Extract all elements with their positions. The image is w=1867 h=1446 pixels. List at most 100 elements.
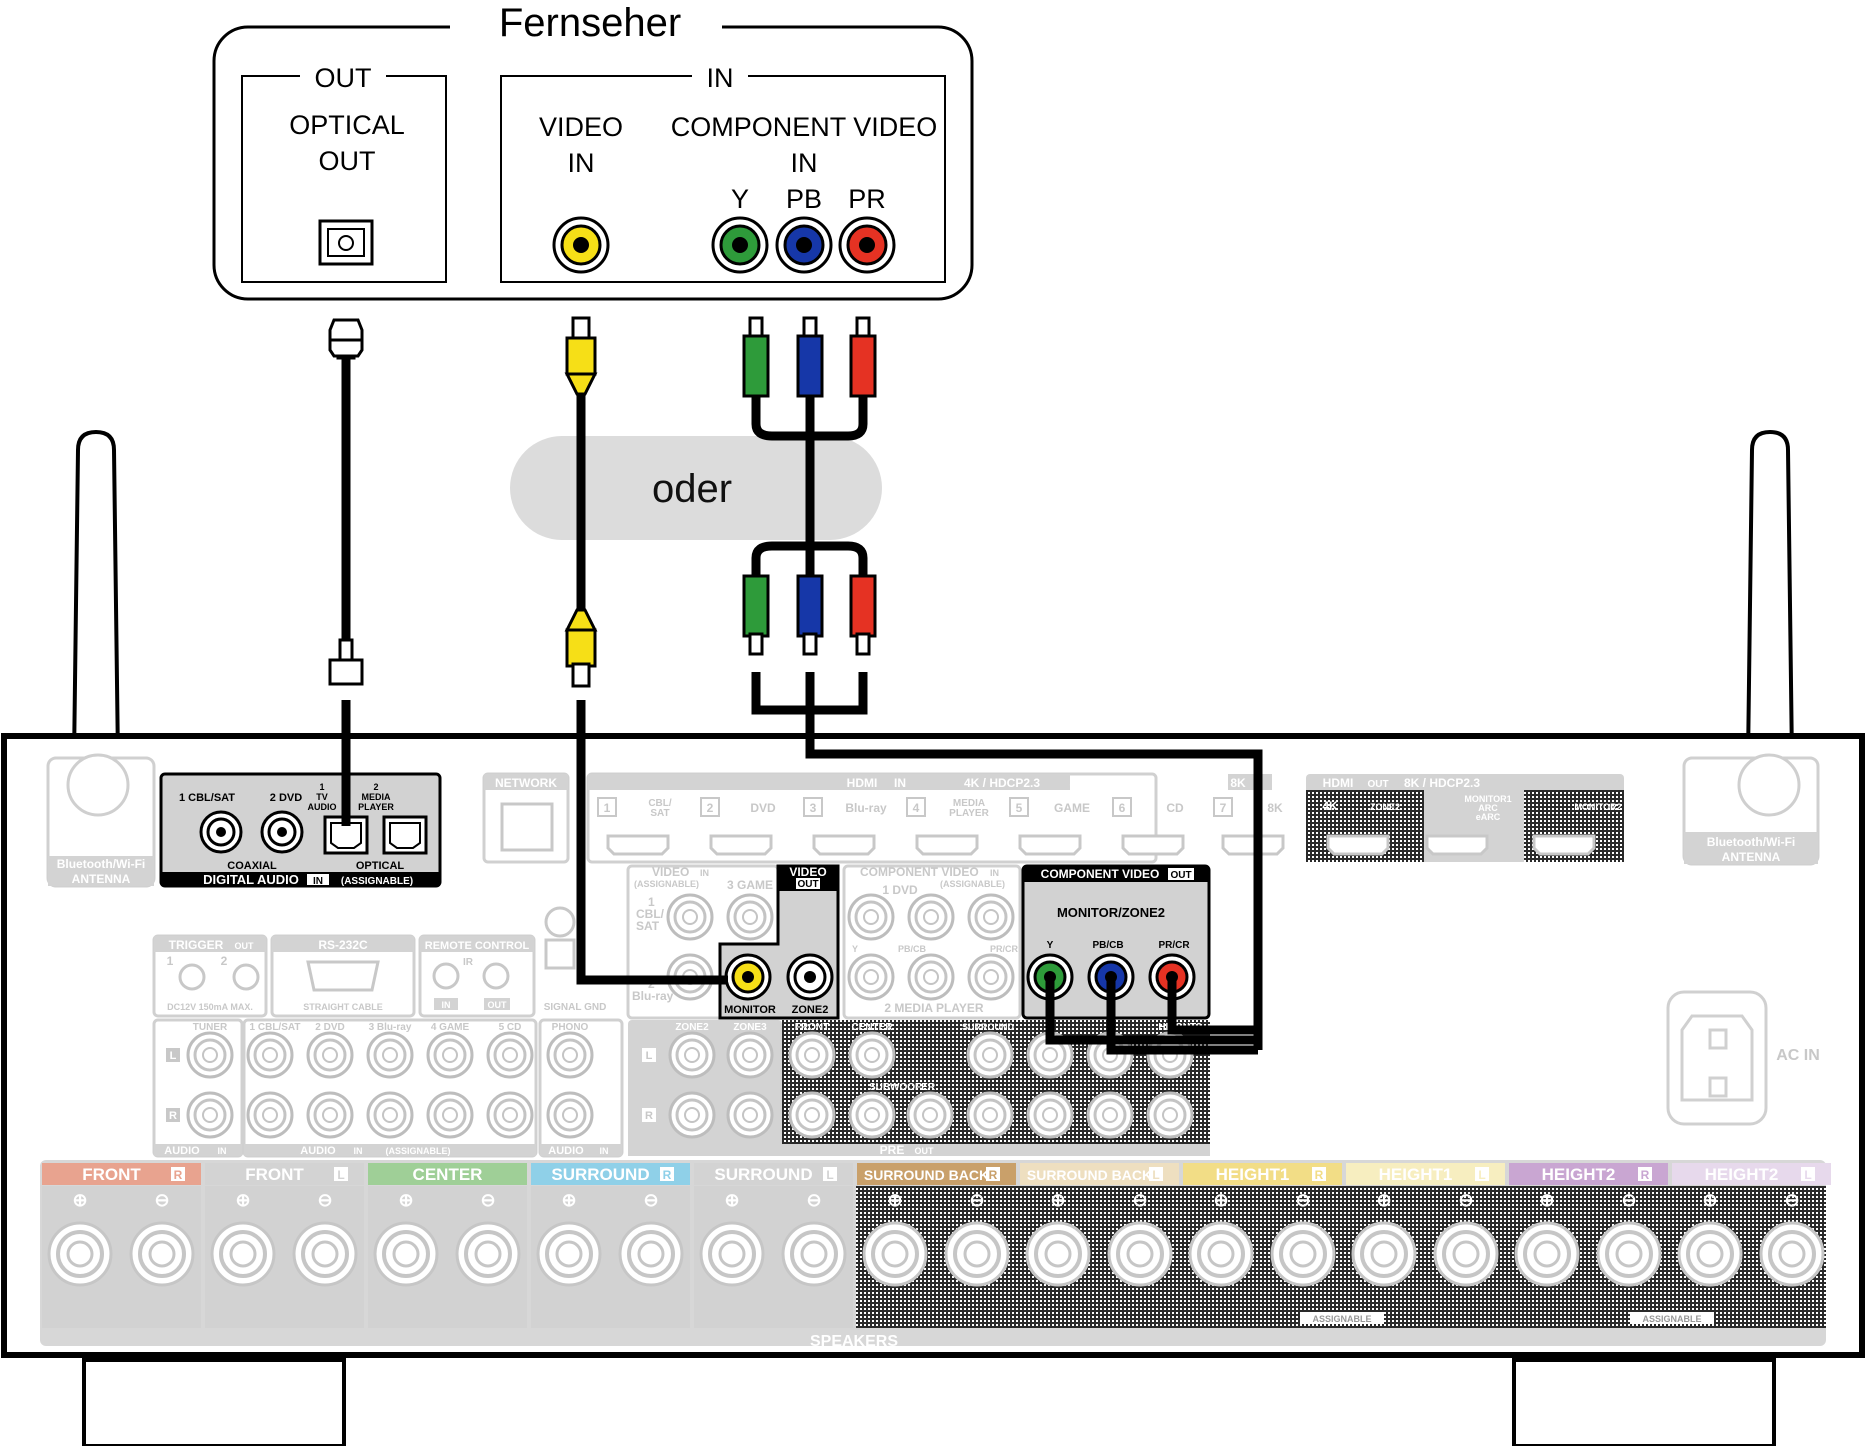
component-out-header: COMPONENT VIDEO: [1041, 867, 1160, 881]
component-in-1-pr-jack[interactable]: [967, 893, 1015, 941]
speaker-terminal[interactable]: [1433, 1221, 1499, 1287]
speaker-terminal[interactable]: [455, 1221, 521, 1287]
tv-video-in-jack[interactable]: [552, 216, 610, 274]
rs232-port[interactable]: [306, 960, 380, 992]
tv-optical-out-jack[interactable]: [318, 219, 374, 266]
speaker-channel-side: L: [1478, 1168, 1485, 1182]
trigger-spec: DC12V 150mA MAX.: [167, 1002, 253, 1012]
pb-label: PB: [786, 184, 822, 214]
video-out-zone2-jack[interactable]: [786, 953, 834, 1001]
speaker-terminal[interactable]: [699, 1221, 765, 1287]
hdmi-out-arc: ARC: [1478, 803, 1498, 813]
video-in-1-jack[interactable]: [666, 893, 714, 941]
speaker-terminal[interactable]: [618, 1221, 684, 1287]
hdmi-out-monitor2-port[interactable]: [1532, 834, 1596, 856]
speaker-terminal[interactable]: [1596, 1221, 1662, 1287]
component-in-header: COMPONENT VIDEO: [860, 865, 979, 879]
remote-ir: IR: [463, 957, 474, 968]
signal-gnd[interactable]: SIGNAL GND: [544, 906, 607, 1013]
optical-out-label: OPTICAL: [289, 110, 405, 140]
speaker-channel-side: L: [1152, 1168, 1159, 1182]
optical-1-jack[interactable]: [323, 815, 369, 855]
pre-surround: SURROUND: [962, 1022, 1015, 1032]
minus-icon: ⊖: [1458, 1190, 1473, 1210]
speaker-terminal[interactable]: [781, 1221, 847, 1287]
remote-in-jack[interactable]: [432, 962, 460, 990]
antenna-left[interactable]: [71, 429, 121, 762]
speaker-terminal[interactable]: [373, 1221, 439, 1287]
minus-icon: ⊖: [480, 1190, 495, 1210]
ac-in[interactable]: AC IN: [1666, 990, 1820, 1126]
speaker-terminal[interactable]: [862, 1221, 928, 1287]
coaxial-1-jack[interactable]: [199, 810, 243, 854]
speaker-terminal[interactable]: [536, 1221, 602, 1287]
opt2-num: 2: [373, 782, 378, 792]
speaker-terminal[interactable]: [292, 1221, 358, 1287]
tv-component-y-jack[interactable]: [711, 216, 769, 274]
component-in-2-pb-jack[interactable]: [907, 953, 955, 1001]
rs232-panel: RS-232C STRAIGHT CABLE: [270, 934, 416, 1018]
speaker-terminal[interactable]: [129, 1221, 195, 1287]
speaker-channel-name: HEIGHT1: [1379, 1165, 1453, 1184]
hdmi-in-assignable: (ASSIGNABLE): [1070, 779, 1135, 789]
tv-component-pb-jack[interactable]: [775, 216, 833, 274]
bt-antenna-left-panel: Bluetooth/Wi-Fi ANTENNA: [46, 753, 156, 888]
trigger-1-label: 1: [167, 954, 174, 968]
hdmi-out-zone2-port[interactable]: [1326, 834, 1390, 856]
network-label: NETWORK: [495, 776, 557, 790]
coaxial-2-jack[interactable]: [260, 810, 304, 854]
network-port[interactable]: [500, 802, 554, 852]
component-in-2-pr-jack[interactable]: [967, 953, 1015, 1001]
video-in-3-jack[interactable]: [726, 893, 774, 941]
component-in-label-2: IN: [791, 148, 818, 178]
speaker-terminal[interactable]: [47, 1221, 113, 1287]
hdmi-in-port-4-num: 4: [913, 801, 920, 815]
hdmi-in-port-2-num: 2: [707, 801, 714, 815]
minus-icon: ⊖: [1621, 1190, 1636, 1210]
speaker-terminal[interactable]: [1514, 1221, 1580, 1287]
digital-audio-assignable: (ASSIGNABLE): [341, 876, 413, 887]
hdmi-port-7[interactable]: 7 8K: [1213, 797, 1285, 856]
minus-icon: ⊖: [1132, 1190, 1147, 1210]
tv-component-pr-jack[interactable]: [838, 216, 896, 274]
optical-2-jack[interactable]: [382, 815, 428, 855]
optical-out-label-2: OUT: [319, 146, 376, 176]
component-in-pr: PR/CR: [990, 944, 1019, 954]
speaker-terminal[interactable]: [944, 1221, 1010, 1287]
plus-icon: ⊕: [1702, 1190, 1717, 1210]
remote-out-jack[interactable]: [482, 962, 510, 990]
trigger-1-jack[interactable]: [178, 963, 206, 991]
minus-icon: ⊖: [317, 1190, 332, 1210]
component-in-1-y-jack[interactable]: [847, 893, 895, 941]
speaker-terminal[interactable]: [1025, 1221, 1091, 1287]
antenna-right[interactable]: [1745, 429, 1795, 762]
hdmi-out-monitor1-port[interactable]: [1425, 834, 1489, 856]
speaker-terminal[interactable]: [1270, 1221, 1336, 1287]
video-out-monitor-jack[interactable]: [724, 953, 772, 1001]
opt1-num: 1: [319, 782, 324, 792]
hdmi-port-7-name: 8K: [1267, 801, 1283, 815]
hdmi-in-spec: 4K / HDCP2.3: [964, 776, 1040, 790]
hdmi-out-earc: eARC: [1476, 812, 1501, 822]
trigger-2-jack[interactable]: [232, 963, 260, 991]
speaker-terminal[interactable]: [1107, 1221, 1173, 1287]
speaker-terminal[interactable]: [1351, 1221, 1417, 1287]
component-in-panel: COMPONENT VIDEO IN (ASSIGNABLE) 1 DVD Y …: [842, 864, 1022, 1020]
audio-src-4: 4 GAME: [431, 1022, 470, 1033]
speaker-terminal[interactable]: [1677, 1221, 1743, 1287]
rs232-label: RS-232C: [318, 938, 368, 952]
speaker-terminal[interactable]: [210, 1221, 276, 1287]
plus-icon: ⊕: [887, 1190, 902, 1210]
component-in-1-pb-jack[interactable]: [907, 893, 955, 941]
speaker-terminal[interactable]: [1759, 1221, 1825, 1287]
component-in-2-y-jack[interactable]: [847, 953, 895, 1001]
speaker-terminal[interactable]: [1188, 1221, 1254, 1287]
bt-left-label-2: ANTENNA: [72, 872, 131, 886]
